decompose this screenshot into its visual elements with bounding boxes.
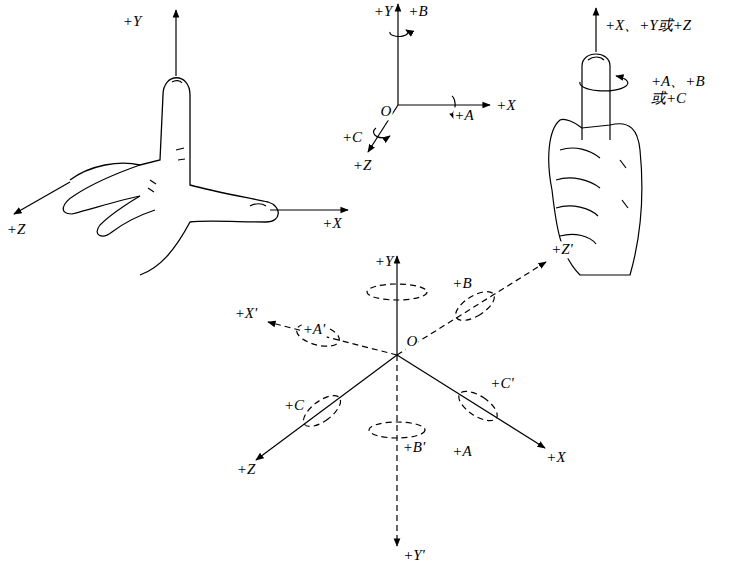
axis-label: +A' — [302, 321, 327, 338]
axis-label: +X — [495, 97, 516, 114]
axis-label: +A、+B 或+C — [650, 73, 706, 108]
axis-label: +Y — [373, 3, 393, 20]
axis-label: O — [380, 103, 393, 120]
axis-label: +X、+Y或+Z — [604, 17, 692, 34]
axis-label: +X' — [234, 305, 259, 322]
axis-label: +X — [545, 449, 566, 466]
axis-label: +Z' — [550, 241, 574, 258]
axis-label: +Y — [374, 253, 394, 270]
axis-label: +A — [451, 443, 472, 460]
axis-label: +B — [407, 3, 428, 20]
axis-label: +B — [451, 275, 472, 292]
axis-label: +B' — [402, 439, 427, 456]
axis-label: +Y' — [402, 547, 426, 564]
axis-label: +Z — [352, 157, 372, 174]
axis-label: +Y — [122, 13, 142, 30]
axis-label: O — [406, 333, 419, 350]
axis-label: +C — [283, 397, 305, 414]
axis-label: +A — [453, 107, 474, 124]
axis-label: +C — [341, 129, 363, 146]
axis-label: +Z — [236, 461, 256, 478]
axis-label: +X — [321, 215, 342, 232]
axis-label: +Z — [6, 221, 26, 238]
axis-label: +C' — [489, 375, 514, 392]
